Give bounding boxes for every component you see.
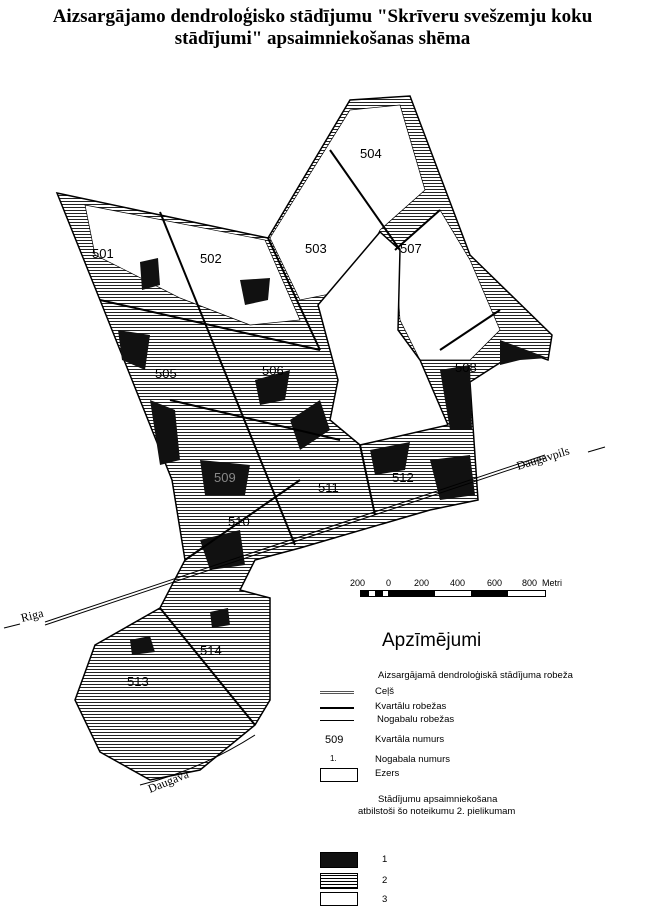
legend: Apzīmējumi Aizsargājamā dendroloģiskā st… <box>320 630 645 906</box>
legend-quarter-border-label: Kvartālu robežas <box>375 701 447 712</box>
quarter-label-509: 509 <box>214 470 236 485</box>
quarter-label-502: 502 <box>200 251 222 266</box>
quarter-label-503: 503 <box>305 241 327 256</box>
riga-arrow <box>3 623 21 629</box>
quarter-label-506: 506 <box>262 363 284 378</box>
dark-plot <box>500 340 548 365</box>
legend-quarter-number-label: Kvartāla numurs <box>375 734 445 745</box>
dark-plot <box>200 530 245 570</box>
excluded-area <box>317 230 450 446</box>
scale-tick: 0 <box>386 578 392 588</box>
scale-tick: 800 <box>522 578 538 588</box>
protected-area <box>44 95 553 781</box>
quarter-label-510: 510 <box>228 514 250 529</box>
dark-plot <box>118 330 150 370</box>
dark-plot <box>440 365 472 430</box>
dark-plot <box>370 442 410 475</box>
quarter-label-512: 512 <box>392 470 414 485</box>
white-plots-503-504 <box>269 104 426 301</box>
place-label-daugavpils: Daugavpils <box>515 443 572 472</box>
title-line-2: stādījumi" apsaimniekošanas shēma <box>174 28 471 49</box>
scale-tick: 200 <box>414 578 430 588</box>
daugava-river-line <box>139 734 256 786</box>
legend-title: Apzīmējumi <box>382 630 482 651</box>
dark-plot <box>200 460 250 495</box>
quarter-label-507: 507 <box>400 241 422 256</box>
dark-plot <box>150 400 180 465</box>
plot-border-symbol <box>320 720 354 721</box>
scale-unit: Metri <box>542 578 562 588</box>
quarter-label-508: 508 <box>455 360 477 375</box>
quarter-labels: 501 502 503 504 505 506 507 508 509 510 … <box>92 146 477 689</box>
legend-plot-border-label: Nogabalu robežas <box>377 714 455 725</box>
legend-boundary-label: Aizsargājamā dendroloģiskā stādījuma rob… <box>378 670 573 681</box>
dark-plot <box>130 636 155 655</box>
map-title: Aizsargājamo dendroloģisko stādījumu "Sk… <box>0 6 645 50</box>
quarter-label-513: 513 <box>127 674 149 689</box>
quarter-label-504: 504 <box>360 146 382 161</box>
scale-bar: 200 0 200 400 600 800 Metri <box>350 578 610 597</box>
road-symbol <box>320 691 354 694</box>
class-3-symbol <box>320 892 358 906</box>
dark-plot <box>290 400 330 450</box>
scale-tick: 400 <box>450 578 466 588</box>
dark-plot <box>255 370 290 405</box>
scale-bar-graphic <box>360 590 546 597</box>
class-1-areas <box>118 258 548 655</box>
legend-plot-number-label: Nogabala numurs <box>375 754 450 765</box>
place-label-riga: Riga <box>19 606 45 625</box>
quarter-label-511: 511 <box>318 480 339 495</box>
quarter-border-symbol <box>320 707 354 709</box>
legend-management-title: Stādījumu apsaimniekošana <box>378 794 498 805</box>
scale-tick: 600 <box>487 578 503 588</box>
dark-plot <box>140 258 160 290</box>
dark-plot <box>430 455 475 500</box>
road <box>44 454 546 626</box>
quarter-number-sample: 509 <box>325 734 344 746</box>
quarter-borders <box>99 149 501 726</box>
class-1-symbol <box>320 852 358 868</box>
scale-tick: 200 <box>350 578 366 588</box>
legend-class-2-label: 2 <box>382 875 388 886</box>
quarter-label-514: 514 <box>200 643 222 658</box>
dark-plot <box>210 608 230 628</box>
class-2-symbol <box>320 873 358 889</box>
daugavpils-arrow <box>587 446 606 453</box>
legend-management-subtitle: atbilstoši šo noteikumu 2. pielikumam <box>358 806 516 817</box>
legend-road-label: Ceļš <box>375 686 395 697</box>
lake-symbol <box>320 768 358 782</box>
plot-number-sample: 1. <box>330 754 337 763</box>
white-plots-507-508 <box>394 209 501 361</box>
legend-lake-label: Ezers <box>375 768 400 779</box>
legend-class-3-label: 3 <box>382 894 388 905</box>
legend-class-1-label: 1 <box>382 854 388 865</box>
quarter-label-505: 505 <box>155 366 177 381</box>
quarter-label-501: 501 <box>92 246 114 261</box>
dark-plot <box>240 278 270 305</box>
title-line-1: Aizsargājamo dendroloģisko stādījumu "Sk… <box>52 6 593 27</box>
